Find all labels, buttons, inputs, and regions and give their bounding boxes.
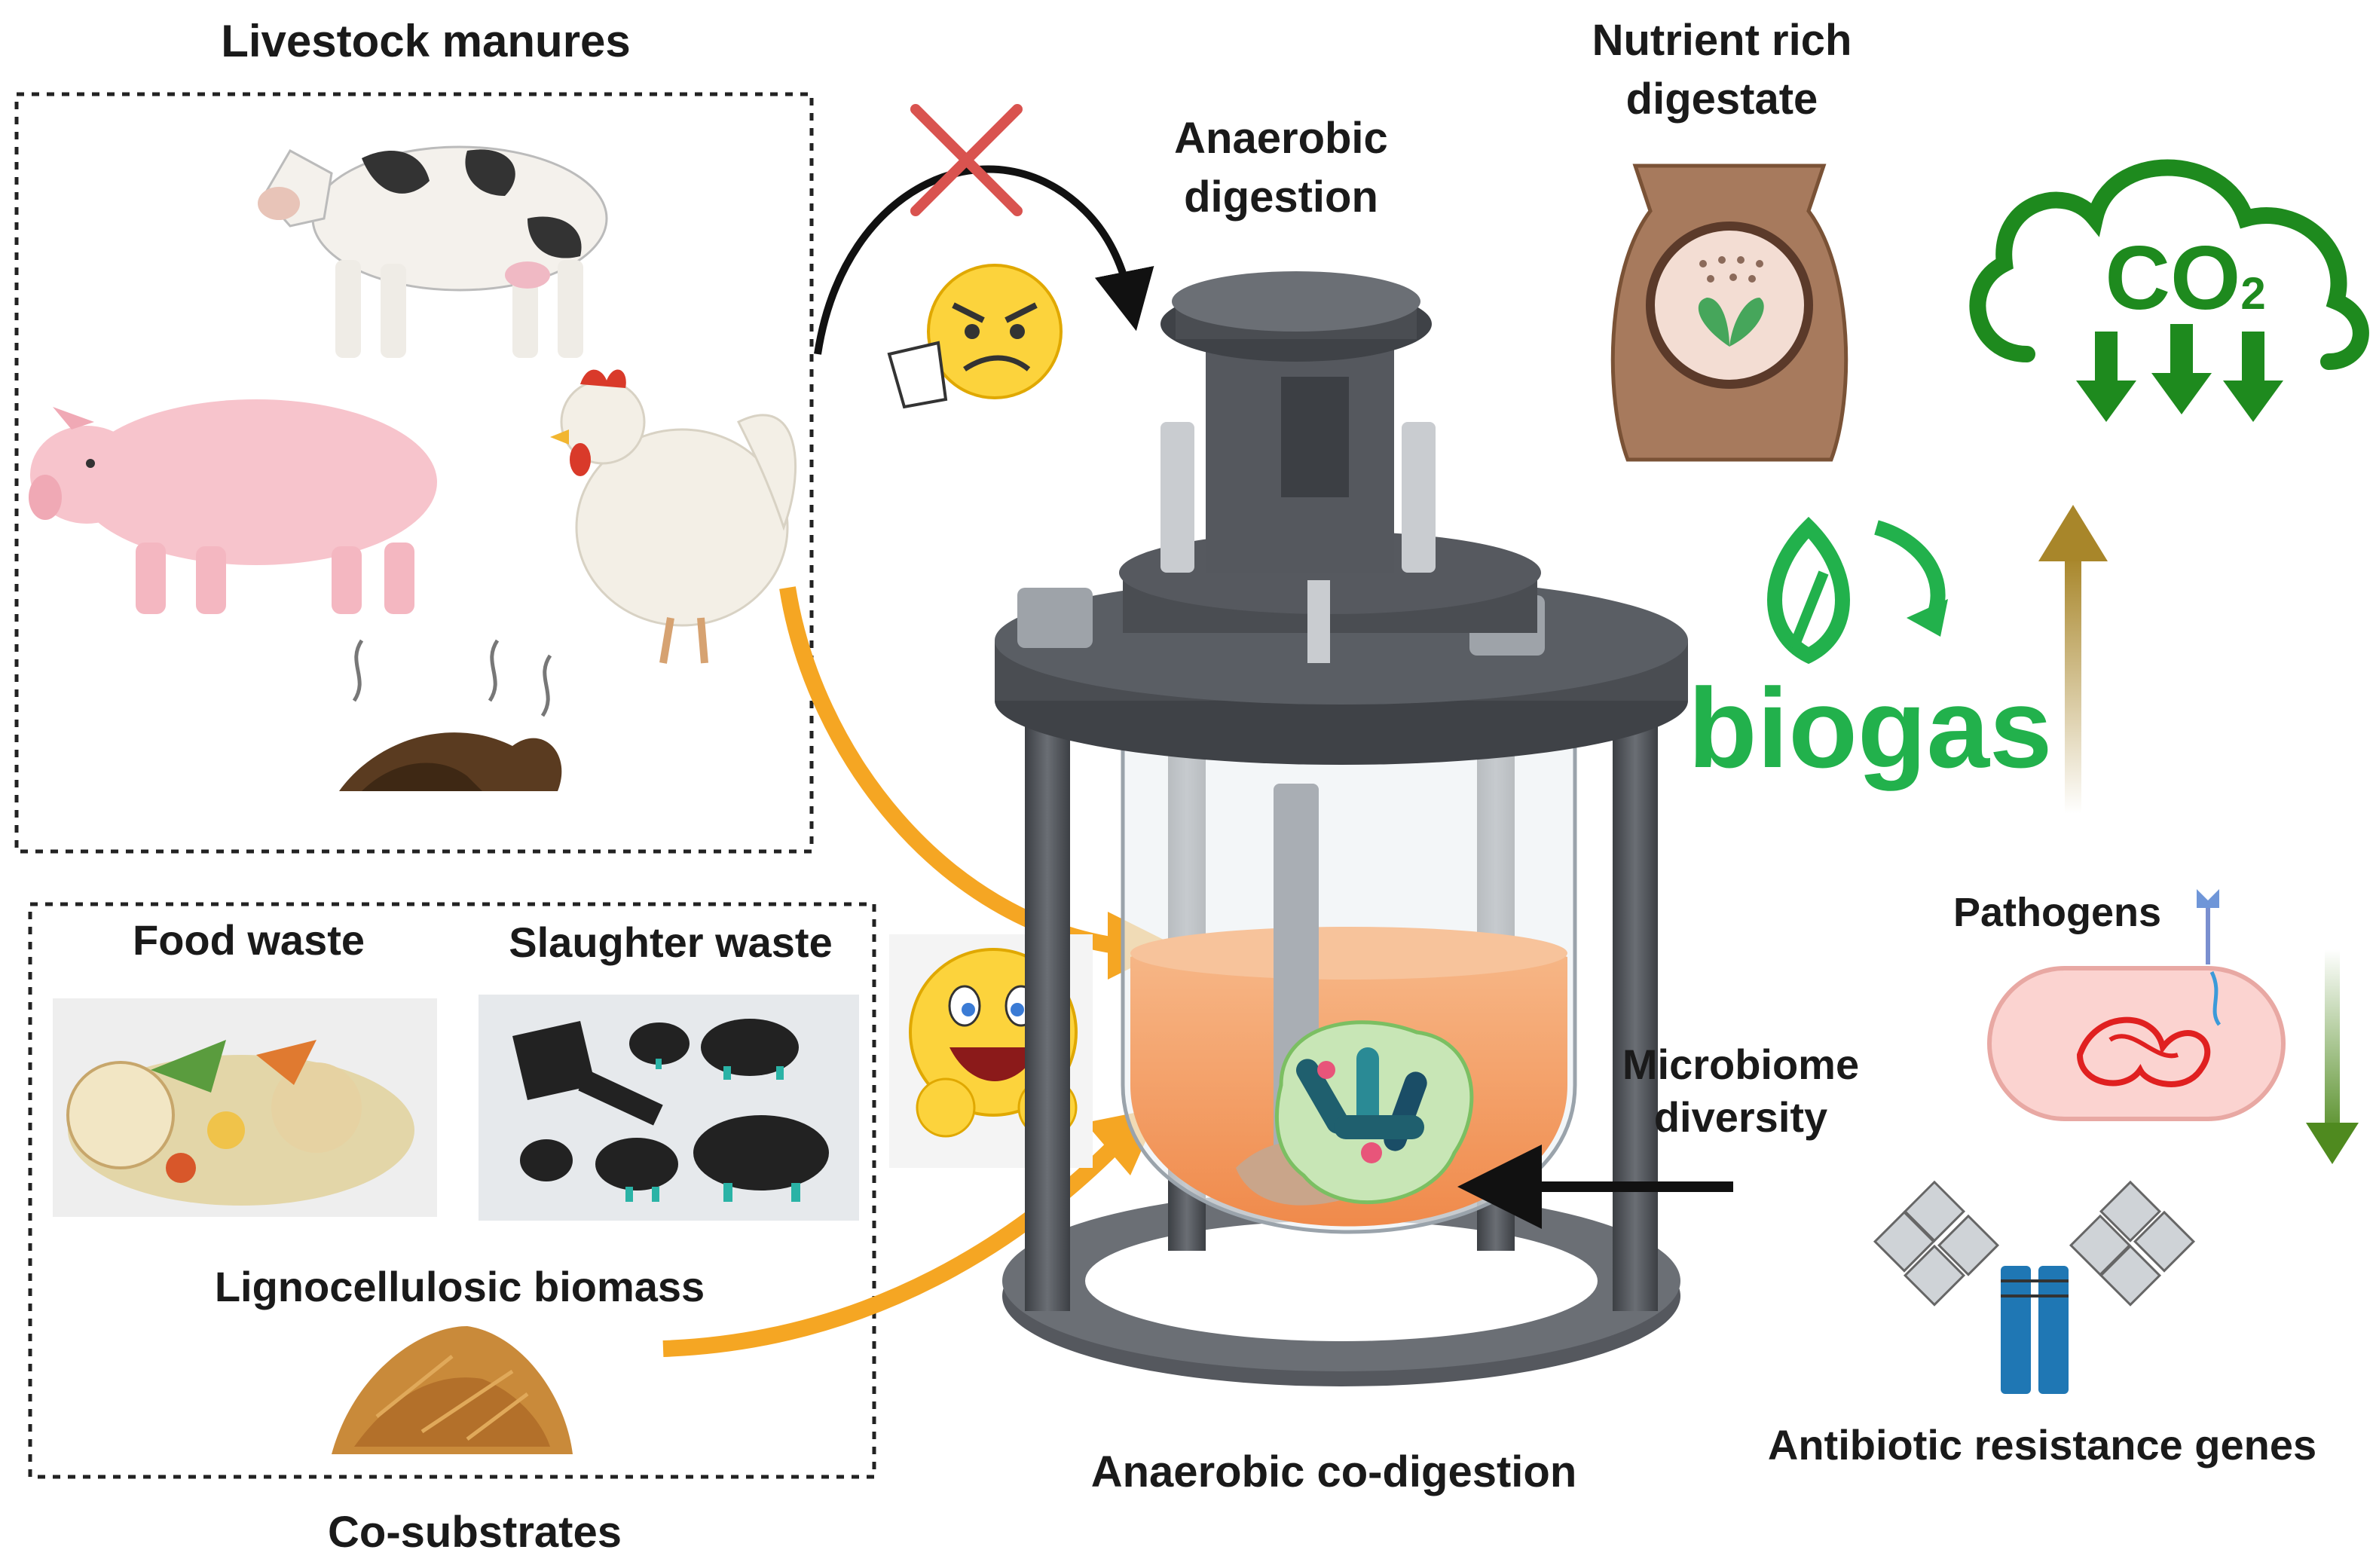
rejected-direct-arrow	[814, 165, 1154, 355]
microbiome-label-line1: Microbiome	[1622, 1041, 1860, 1088]
down-arrow-head	[2306, 1123, 2359, 1164]
nutrient-rich-label-line1: Nutrient rich	[1592, 16, 1852, 65]
down-arrow-shaft	[2325, 949, 2340, 1145]
up-arrow-shaft	[2065, 558, 2081, 814]
digestate-bag-icon	[1610, 164, 1849, 462]
food-waste-icon	[53, 998, 437, 1217]
up-arrow-head	[2038, 505, 2108, 561]
livestock-box	[14, 92, 814, 854]
pig-icon	[29, 399, 437, 614]
pathogens-label: Pathogens	[1952, 890, 2162, 935]
anaerobic-co-digestion-label: Anaerobic co-digestion	[1090, 1447, 1577, 1496]
cow-icon	[258, 145, 608, 358]
biogas-leaf-icon	[1767, 516, 1948, 665]
cleaver-icon	[512, 1021, 663, 1126]
co-substrates-label: Co-substrates	[328, 1508, 622, 1557]
biogas-label: biogas	[1688, 665, 2053, 791]
microbiome-label-line2: diversity	[1653, 1093, 1828, 1141]
co2-cloud-icon	[1969, 159, 2369, 422]
anaerobic-digestion-label-line2: digestion	[1184, 173, 1378, 222]
anaerobic-digestion-label-line1: Anaerobic	[1174, 114, 1388, 163]
co2-label: CO2	[2087, 226, 2283, 330]
co2-main-text: CO	[2105, 228, 2241, 329]
co2-subscript: 2	[2240, 268, 2266, 319]
manure-pile-icon	[339, 639, 562, 791]
chicken-icon	[550, 369, 797, 664]
nutrient-rich-label-line2: digestate	[1625, 75, 1818, 124]
red-cross-icon	[910, 104, 1023, 216]
livestock-manures-title: Livestock manures	[221, 16, 631, 66]
bioreactor-icon	[995, 271, 1688, 1386]
hay-pile-icon	[332, 1326, 573, 1454]
co-substrates-box	[28, 902, 876, 1479]
lignocellulosic-label: Lignocellulosic biomass	[214, 1263, 705, 1310]
bacteria-cluster-icon	[1274, 1020, 1474, 1205]
slaughter-waste-label: Slaughter waste	[509, 918, 833, 966]
antibody-icon	[1873, 1180, 2196, 1394]
pathogen-bacterium-icon	[1987, 889, 2286, 1121]
food-waste-label: Food waste	[132, 916, 365, 964]
slaughter-waste-icon	[479, 995, 859, 1221]
angry-emoji-icon	[887, 264, 1063, 409]
antibiotic-resistance-genes-label: Antibiotic resistance genes	[1767, 1421, 2317, 1469]
cosubstrate-feed-arrow	[662, 1139, 1121, 1357]
